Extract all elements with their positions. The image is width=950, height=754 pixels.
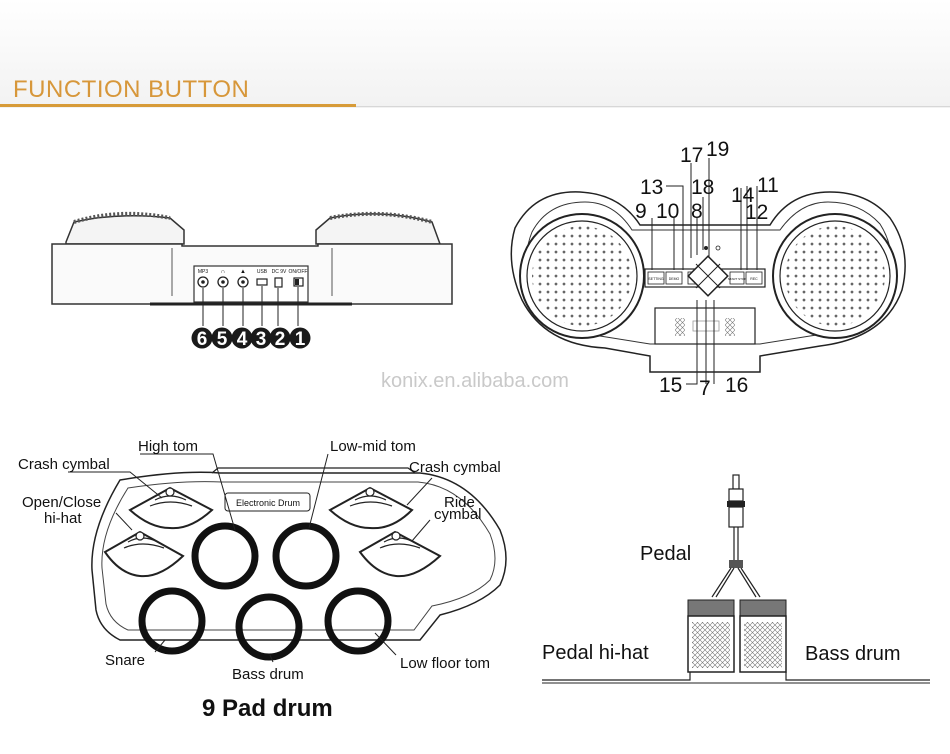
- label-crash-cymbal-left: Crash cymbal: [18, 456, 110, 473]
- label-crash-cymbal-right: Crash cymbal: [409, 459, 501, 476]
- page-title: FUNCTION BUTTON: [13, 76, 250, 103]
- callout-13: 13: [640, 176, 663, 199]
- top-display-panel: [654, 307, 756, 345]
- callout-18: 18: [691, 176, 714, 199]
- usb-port: [256, 278, 268, 286]
- label-open-close: Open/Close: [22, 494, 101, 511]
- pedal-bass-unit: [739, 599, 787, 673]
- button-label-setting: SETTING: [648, 277, 663, 281]
- port-label: USB: [257, 269, 268, 275]
- header-accent-bar: [0, 104, 356, 107]
- label-bass-drum: Bass drum: [232, 666, 304, 683]
- high-tom-pad: [191, 522, 259, 590]
- top-callout-lines: [651, 158, 758, 385]
- left-speaker-cap: [65, 215, 185, 245]
- jack-plug: [728, 506, 744, 528]
- rear-badge-2: 2: [275, 329, 286, 350]
- rear-badge-5: 5: [217, 329, 228, 350]
- callout-9: 9: [635, 200, 647, 223]
- jack-tip: [732, 474, 740, 490]
- header-rule: [0, 106, 950, 107]
- brand-plate: [224, 492, 311, 512]
- label-pedal: Pedal: [640, 543, 691, 565]
- callout-11: 11: [757, 174, 779, 197]
- ride-cymbal-pad: [358, 530, 442, 578]
- label-hihat: hi-hat: [44, 510, 82, 527]
- headphone-jack-port: [217, 276, 229, 288]
- bass-drum-pad: [235, 593, 303, 661]
- port-label: ▲: [240, 269, 246, 275]
- callout-15: 15: [659, 374, 682, 397]
- button-label-demo: DEMO: [669, 277, 680, 281]
- label-cymbal: cymbal: [434, 506, 482, 523]
- low-mid-tom-pad: [272, 522, 340, 590]
- label-high-tom: High tom: [138, 438, 198, 455]
- brand-plate-label: Electronic Drum: [236, 498, 300, 508]
- pad-layout: Electronic Drum: [18, 438, 507, 722]
- callout-8: 8: [691, 200, 703, 223]
- rear-badge-1: 1: [295, 329, 306, 350]
- rear-badge-3: 3: [256, 329, 267, 350]
- hihat-pad: [103, 530, 185, 578]
- label-pedal-hihat: Pedal hi-hat: [542, 642, 649, 664]
- port-label: ON/OFF: [289, 269, 308, 275]
- header-band: [0, 0, 950, 108]
- dc-port: [274, 277, 283, 288]
- callout-16: 16: [725, 374, 748, 397]
- label-snare: Snare: [105, 652, 145, 669]
- label-ride: Ride: [444, 494, 475, 511]
- drum-pads: [138, 522, 392, 661]
- callout-19: 19: [706, 138, 729, 161]
- cable-splitter: [729, 560, 743, 568]
- port-label: DC 9V: [272, 269, 287, 275]
- mp3-jack-port: [197, 276, 209, 288]
- snare-pad: [138, 587, 206, 655]
- label-bass-drum-pedal: Bass drum: [805, 643, 901, 665]
- cymbal-pads: [103, 486, 442, 578]
- pad-leader-lines: [68, 453, 433, 663]
- callout-14: 14: [731, 184, 755, 207]
- button-label-rec: REC: [750, 277, 758, 281]
- button-label-start-stop: START STOP: [728, 277, 746, 281]
- rear-badge-6: 6: [197, 329, 208, 350]
- power-switch: [293, 277, 304, 287]
- pedal-diagram: Pedal Pedal hi-hat Bass drum: [542, 474, 930, 684]
- rear-view: MP3 ∩ ▲ USB DC 9V ON/OFF 6 5 4 3 2 1: [51, 211, 453, 350]
- label-low-mid-tom: Low-mid tom: [330, 438, 416, 455]
- crash-cymbal-left-pad: [128, 486, 214, 530]
- pad-caption: 9 Pad drum: [202, 695, 333, 722]
- rear-badge-4: 4: [237, 329, 248, 350]
- speaker-out-port: [237, 276, 249, 288]
- pedal-hihat-unit: [687, 599, 735, 673]
- callout-17: 17: [680, 144, 703, 167]
- callout-10: 10: [656, 200, 679, 223]
- watermark: konix.en.alibaba.com: [381, 370, 569, 392]
- label-low-floor-tom: Low floor tom: [400, 655, 490, 672]
- low-floor-tom-pad: [324, 587, 392, 655]
- callout-7: 7: [699, 377, 711, 400]
- rear-connector-panel: [193, 265, 309, 303]
- crash-cymbal-right-pad: [328, 486, 414, 530]
- port-label: ∩: [221, 269, 225, 275]
- rear-number-badges: 6 5 4 3 2 1: [191, 327, 311, 350]
- top-view: SETTING DEMO MIX START STOP REC: [510, 138, 906, 400]
- callout-12: 12: [745, 201, 768, 224]
- port-label: MP3: [198, 269, 209, 275]
